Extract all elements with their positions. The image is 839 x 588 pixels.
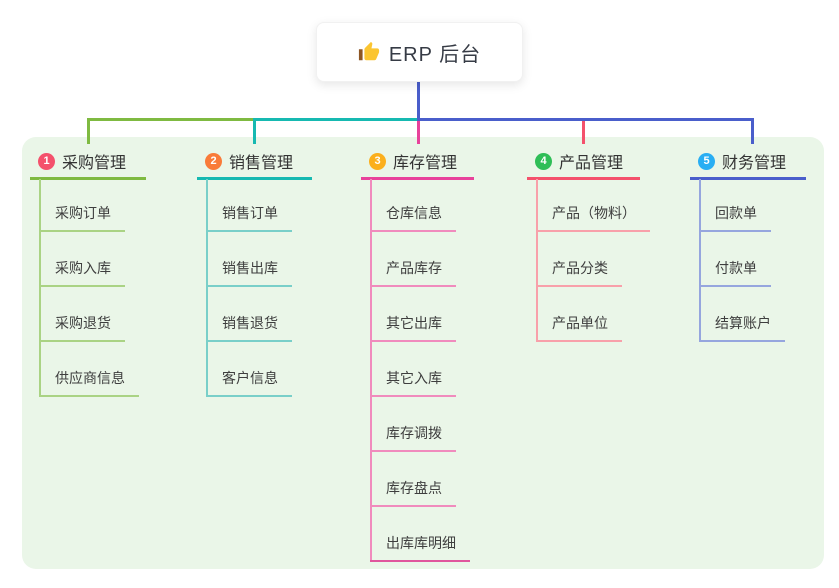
branches-background-panel [22,137,824,569]
branch-node[interactable]: 2 销售管理 [205,151,294,172]
child-node[interactable]: 销售退货 [222,315,278,331]
connector-blue-horizontal [417,118,754,121]
branch-header-underline [690,177,806,180]
connector-green-horizontal [87,118,255,121]
branch-node[interactable]: 1 采购管理 [38,151,127,172]
child-underline [536,230,650,232]
branch-node[interactable]: 3 库存管理 [369,151,458,172]
branch-label: 产品管理 [559,155,624,172]
child-underline [39,230,125,232]
root-stem-line [417,82,420,119]
child-underline [206,395,292,397]
branch-number-badge: 5 [698,152,715,170]
child-node[interactable]: 库存调拨 [386,425,442,441]
connector-teal-stub [253,118,256,144]
branch-label: 库存管理 [393,155,458,172]
child-underline [370,230,456,232]
branch-number-badge: 1 [38,152,55,170]
connector-magenta-stub [417,121,420,144]
child-underline [206,340,292,342]
branch-number-badge: 2 [205,152,222,170]
branch-number-badge: 4 [535,152,552,170]
child-node[interactable]: 销售出库 [222,260,278,276]
thumbs-up-icon [358,41,380,63]
branch-header-underline [361,177,474,180]
child-underline [370,505,456,507]
child-underline [206,230,292,232]
child-underline [39,340,125,342]
child-node[interactable]: 仓库信息 [386,205,442,221]
child-node[interactable]: 出库库明细 [386,535,456,551]
child-node[interactable]: 产品单位 [552,315,608,331]
branch-spine-line [536,179,538,342]
branch-label: 销售管理 [229,155,294,172]
branch-header-underline [30,177,146,180]
child-underline [699,285,771,287]
child-underline [370,450,456,452]
branch-number-badge: 3 [369,152,386,170]
branch-header-underline [527,177,640,180]
root-node-label: ERP 后台 [388,43,482,66]
branch-label: 财务管理 [722,155,787,172]
child-node[interactable]: 其它入库 [386,370,442,386]
branch-spine-line [206,179,208,397]
child-node[interactable]: 产品分类 [552,260,608,276]
child-underline [370,560,470,562]
child-node[interactable]: 回款单 [715,205,757,221]
branch-spine-line [699,179,701,342]
branch-header-underline [197,177,312,180]
branch-node[interactable]: 4 产品管理 [535,151,624,172]
child-node[interactable]: 采购订单 [55,205,111,221]
child-underline [536,340,622,342]
child-underline [206,285,292,287]
child-underline [370,340,456,342]
branch-spine-line [370,179,372,562]
child-node[interactable]: 库存盘点 [386,480,442,496]
child-node[interactable]: 采购退货 [55,315,111,331]
connector-teal-horizontal [253,118,418,121]
child-node[interactable]: 产品库存 [386,260,442,276]
child-node[interactable]: 销售订单 [222,205,278,221]
child-node[interactable]: 结算账户 [715,315,771,331]
connector-blue-stub [751,118,754,144]
child-underline [699,340,785,342]
branch-node[interactable]: 5 财务管理 [698,151,787,172]
child-node[interactable]: 付款单 [715,260,757,276]
connector-green-stub [87,118,90,144]
child-node[interactable]: 客户信息 [222,370,278,386]
child-node[interactable]: 采购入库 [55,260,111,276]
branch-spine-line [39,179,41,397]
child-underline [370,395,456,397]
child-underline [39,285,125,287]
child-underline [536,285,622,287]
connector-red-stub [582,121,585,144]
root-node-erp[interactable]: ERP 后台 [316,22,523,82]
child-underline [370,285,456,287]
branch-label: 采购管理 [62,155,127,172]
child-node[interactable]: 产品（物料） [552,205,636,221]
child-node[interactable]: 其它出库 [386,315,442,331]
child-node[interactable]: 供应商信息 [55,370,125,386]
child-underline [699,230,771,232]
child-underline [39,395,139,397]
